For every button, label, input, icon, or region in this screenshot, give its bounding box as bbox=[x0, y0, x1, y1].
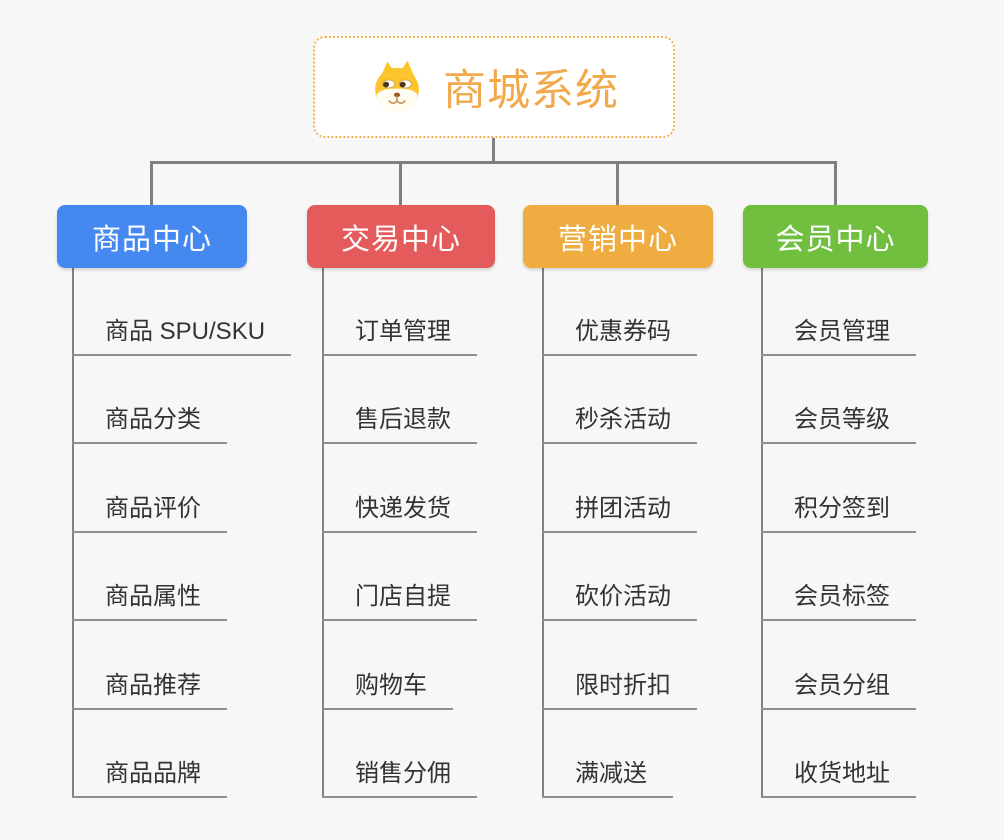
branch-node-marketing-center[interactable]: 营销中心 bbox=[523, 205, 713, 268]
branch-node-product-center[interactable]: 商品中心 bbox=[57, 205, 247, 268]
branch-label: 会员中心 bbox=[775, 223, 896, 256]
branch-label: 营销中心 bbox=[557, 223, 678, 256]
connector-stub-marketing bbox=[616, 161, 619, 207]
leaf-node-express-delivery[interactable]: 快递发货 bbox=[322, 493, 477, 533]
leaf-node-product-category[interactable]: 商品分类 bbox=[72, 404, 227, 444]
leaf-node-member-management[interactable]: 会员管理 bbox=[761, 316, 916, 356]
leaf-node-member-group[interactable]: 会员分组 bbox=[761, 670, 916, 710]
branch-node-trade-center[interactable]: 交易中心 bbox=[307, 205, 495, 268]
connector-root-stub bbox=[492, 138, 495, 162]
leaf-node-aftersale-refund[interactable]: 售后退款 bbox=[322, 404, 477, 444]
leaf-node-points-checkin[interactable]: 积分签到 bbox=[761, 493, 916, 533]
leaf-node-order-management[interactable]: 订单管理 bbox=[322, 316, 477, 356]
leaf-node-limited-time-discount[interactable]: 限时折扣 bbox=[542, 670, 697, 710]
leaf-node-product-brand[interactable]: 商品品牌 bbox=[72, 758, 227, 798]
connector-stub-member bbox=[834, 161, 837, 207]
root-title: 商城系统 bbox=[443, 67, 619, 115]
leaf-node-product-attribute[interactable]: 商品属性 bbox=[72, 581, 227, 621]
leaf-node-store-pickup[interactable]: 门店自提 bbox=[322, 581, 477, 621]
root-node-mall-system[interactable]: 商城系统 bbox=[313, 36, 675, 138]
branch-node-member-center[interactable]: 会员中心 bbox=[743, 205, 928, 268]
connector-stub-product bbox=[150, 161, 153, 207]
connector-bus bbox=[150, 161, 837, 164]
leaf-node-full-reduction[interactable]: 满减送 bbox=[542, 758, 673, 798]
leaf-node-sales-commission[interactable]: 销售分佣 bbox=[322, 758, 477, 798]
branch-label: 商品中心 bbox=[91, 223, 212, 256]
leaf-node-product-review[interactable]: 商品评价 bbox=[72, 493, 227, 533]
leaf-node-shipping-address[interactable]: 收货地址 bbox=[761, 758, 916, 798]
leaf-node-coupon-code[interactable]: 优惠券码 bbox=[542, 316, 697, 356]
leaf-node-member-level[interactable]: 会员等级 bbox=[761, 404, 916, 444]
leaf-node-shopping-cart[interactable]: 购物车 bbox=[322, 670, 453, 710]
connector-stub-trade bbox=[399, 161, 402, 207]
leaf-node-bargain-activity[interactable]: 砍价活动 bbox=[542, 581, 697, 621]
dog-icon bbox=[375, 60, 419, 112]
leaf-node-flash-sale[interactable]: 秒杀活动 bbox=[542, 404, 697, 444]
leaf-node-member-tag[interactable]: 会员标签 bbox=[761, 581, 916, 621]
leaf-node-product-spu-sku[interactable]: 商品 SPU/SKU bbox=[72, 316, 292, 356]
leaf-node-product-recommend[interactable]: 商品推荐 bbox=[72, 670, 227, 710]
branch-label: 交易中心 bbox=[340, 223, 461, 256]
leaf-node-group-buy[interactable]: 拼团活动 bbox=[542, 493, 697, 533]
